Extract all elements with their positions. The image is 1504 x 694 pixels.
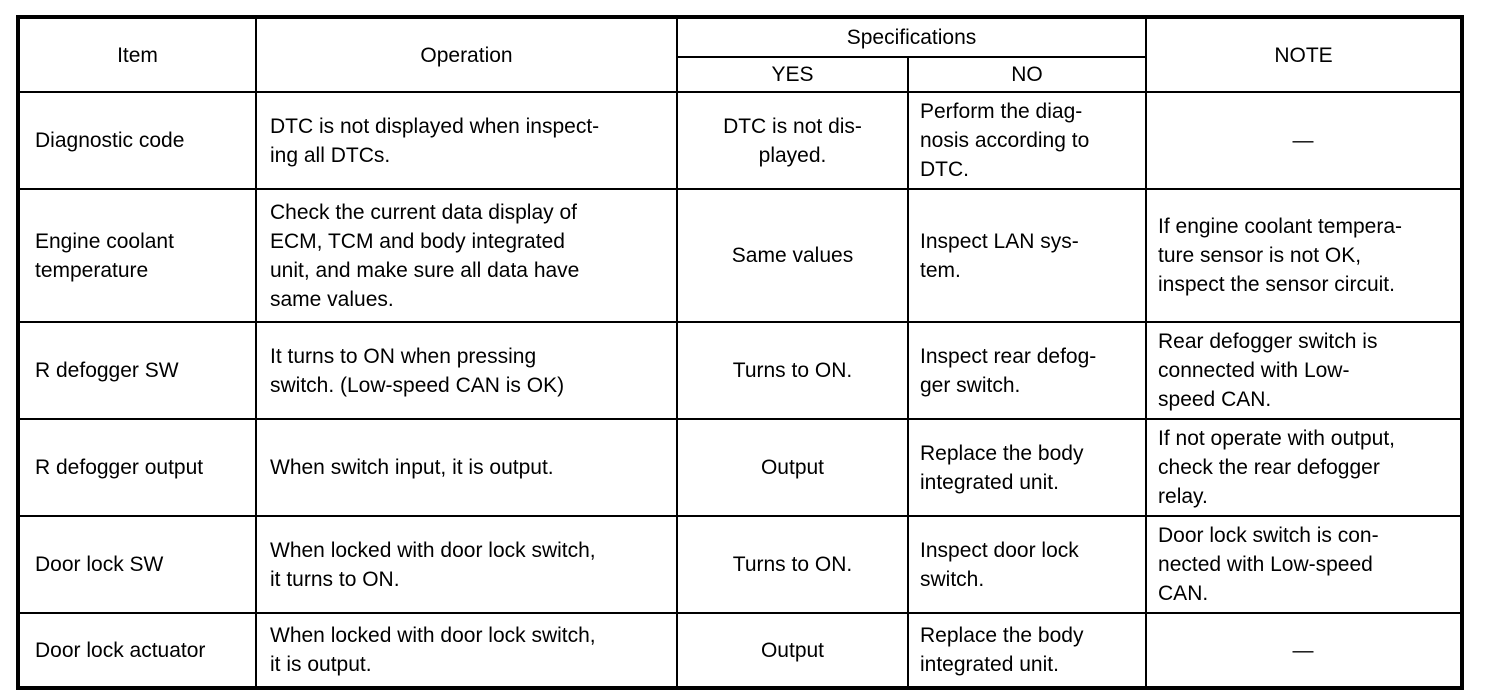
table-header: Item Operation Specifications NOTE YES N… <box>17 16 1464 93</box>
cell-operation: DTC is not displayed when inspect- ing a… <box>255 91 678 190</box>
cell-no: Replace the body integrated unit. <box>906 612 1148 689</box>
cell-note: If engine coolant tempera- ture sensor i… <box>1145 188 1464 323</box>
cell-operation: It turns to ON when pressing switch. (Lo… <box>255 321 678 420</box>
header-row-top: Item Operation Specifications NOTE <box>17 16 1464 93</box>
cell-item: R defogger output <box>17 418 257 517</box>
cell-item: Diagnostic code <box>17 91 257 190</box>
cell-item: Door lock actuator <box>17 612 257 689</box>
cell-yes: Output <box>676 418 909 517</box>
cell-note: If not operate with output, check the re… <box>1145 418 1464 517</box>
table-row: Door lock SW When locked with door lock … <box>17 515 1464 614</box>
header-no: NO <box>906 56 1148 93</box>
cell-yes: Output <box>676 612 909 689</box>
table-row: R defogger SW It turns to ON when pressi… <box>17 321 1464 420</box>
cell-no: Inspect door lock switch. <box>906 515 1148 614</box>
cell-no: Inspect rear defog- ger switch. <box>906 321 1148 420</box>
header-item: Item <box>17 16 257 93</box>
table-row: R defogger output When switch input, it … <box>17 418 1464 517</box>
cell-yes: Turns to ON. <box>676 515 909 614</box>
header-note: NOTE <box>1145 16 1464 93</box>
header-operation: Operation <box>255 16 678 93</box>
cell-operation: When switch input, it is output. <box>255 418 678 517</box>
cell-yes: DTC is not dis- played. <box>676 91 909 190</box>
cell-note: — <box>1145 91 1464 190</box>
table-row: Diagnostic code DTC is not displayed whe… <box>17 91 1464 190</box>
header-yes: YES <box>676 56 909 93</box>
cell-operation: When locked with door lock switch, it tu… <box>255 515 678 614</box>
header-specifications: Specifications <box>675 16 1148 58</box>
cell-item: Engine coolant temperature <box>17 188 257 323</box>
cell-no: Inspect LAN sys- tem. <box>906 188 1148 323</box>
table-row: Engine coolant temperature Check the cur… <box>17 188 1464 323</box>
cell-note: Rear defogger switch is connected with L… <box>1145 321 1464 420</box>
table-body: Diagnostic code DTC is not displayed whe… <box>17 91 1464 689</box>
cell-note: — <box>1145 612 1464 689</box>
diagnostic-spec-table: Item Operation Specifications NOTE YES N… <box>16 15 1465 690</box>
cell-yes: Same values <box>676 188 909 323</box>
cell-item: Door lock SW <box>17 515 257 614</box>
cell-operation: Check the current data display of ECM, T… <box>255 188 678 323</box>
cell-item: R defogger SW <box>17 321 257 420</box>
cell-operation: When locked with door lock switch, it is… <box>255 612 678 689</box>
cell-no: Perform the diag- nosis according to DTC… <box>906 91 1148 190</box>
table-row: Door lock actuator When locked with door… <box>17 612 1464 689</box>
header-row-sub: YES NO <box>18 56 1462 93</box>
cell-no: Replace the body integrated unit. <box>906 418 1148 517</box>
cell-note: Door lock switch is con- nected with Low… <box>1145 515 1464 614</box>
cell-yes: Turns to ON. <box>676 321 909 420</box>
